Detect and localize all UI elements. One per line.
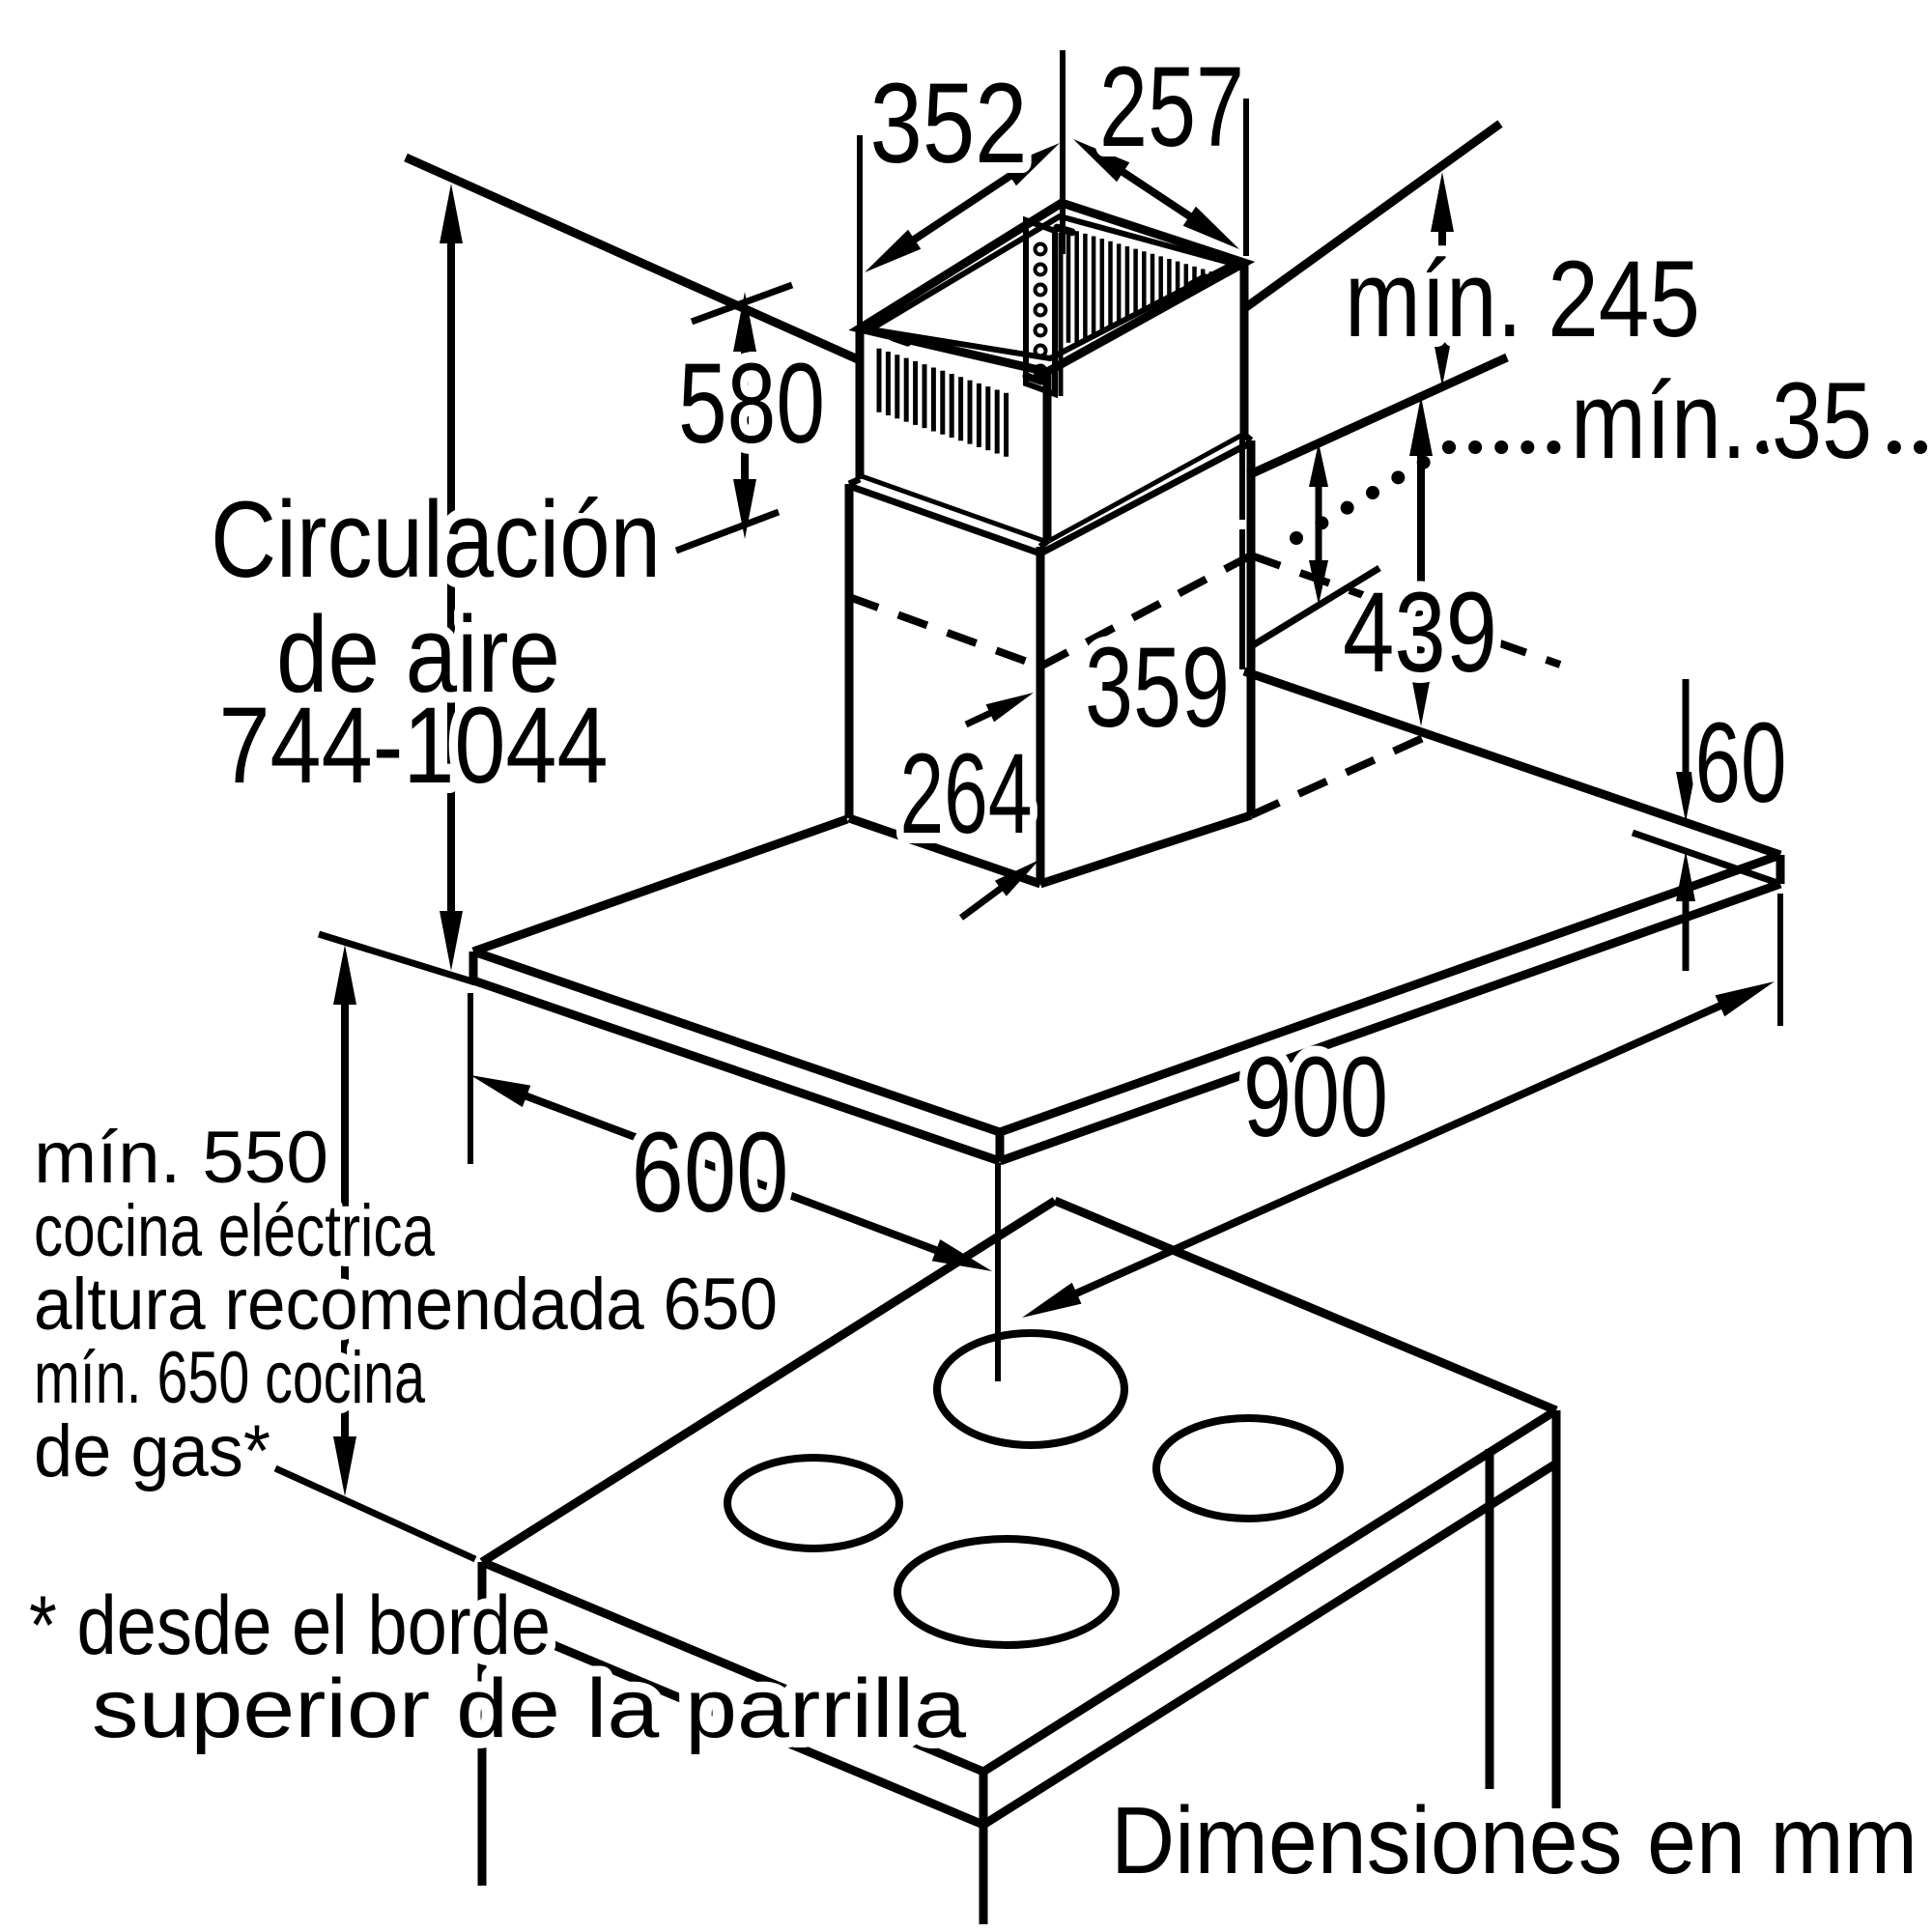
clearance-line3: altura recomendada 650 [34, 1264, 778, 1346]
clearance-line5: de gas* [34, 1410, 270, 1492]
footnote-line2: superior de la parrilla [92, 1662, 966, 1755]
dim-900-label: 900 [1243, 1034, 1388, 1161]
dim-352-label: 352 [870, 60, 1028, 187]
clearance-line2: cocina eléctrica [34, 1190, 436, 1272]
diagram-labels: 352 257 mín. 245 mín. 35 580 439 359 264… [18, 33, 1928, 1904]
diagram-linework [273, 50, 1927, 1924]
dim-60-label: 60 [1695, 699, 1787, 827]
dim-439-label: 439 [1343, 569, 1497, 696]
clearance-line4: mín. 650 cocina [34, 1337, 426, 1419]
dim-min245-label: mín. 245 [1345, 239, 1700, 359]
dim-600-label: 600 [632, 1109, 789, 1236]
clearance-line1: mín. 550 [34, 1117, 328, 1199]
units-note: Dimensiones en mm [1111, 1787, 1918, 1893]
dim-min35-label: mín. 35 [1571, 360, 1872, 481]
footnote-line1: * desde el borde [29, 1579, 551, 1672]
dim-359-label: 359 [1085, 624, 1230, 752]
air-circulation-line1: Circulación [211, 479, 661, 600]
dim-257-label: 257 [1099, 43, 1244, 171]
dim-264-label: 264 [900, 730, 1033, 858]
dim-580-label: 580 [678, 340, 825, 468]
air-circulation-range: 744-1044 [219, 685, 609, 806]
air-circulation-line2: de aire [276, 594, 560, 715]
